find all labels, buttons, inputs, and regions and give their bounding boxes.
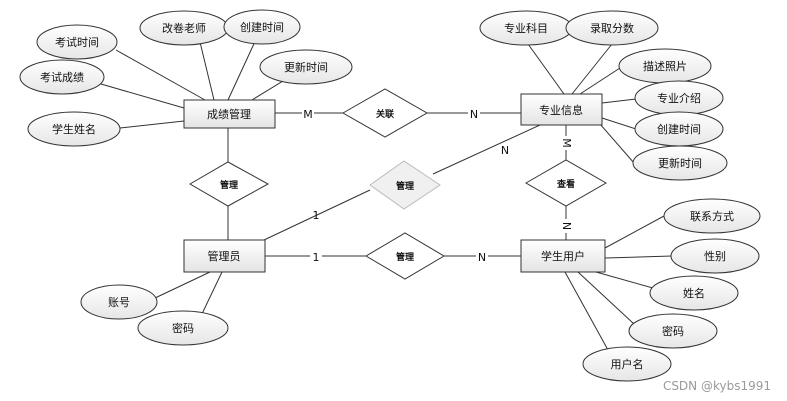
entities: 成绩管理 专业信息 管理员 学生用户 xyxy=(183,93,606,273)
relation-manage-grade-label: 管理 xyxy=(220,179,238,191)
attr-major-updated-label: 更新时间 xyxy=(658,156,702,170)
attr-admin-password: 密码 xyxy=(137,310,229,346)
entity-grade-mgmt: 成绩管理 xyxy=(183,99,276,129)
attr-admin-password-label: 密码 xyxy=(172,321,194,335)
relation-manage-student: 管理 xyxy=(365,232,445,280)
cardinality-one2-bg xyxy=(310,250,322,263)
attr-grader-label: 改卷老师 xyxy=(162,21,206,35)
attr-username: 用户名 xyxy=(582,346,672,382)
cardinality-n4-bg xyxy=(476,250,488,263)
attr-photo-desc-label: 描述照片 xyxy=(643,59,687,73)
cardinalities: M N N 1 M N 1 N xyxy=(302,107,573,264)
relation-manage-major-label: 管理 xyxy=(396,180,414,192)
attr-gender-label: 性别 xyxy=(704,249,726,263)
attr-exam-score-label: 考试成绩 xyxy=(40,71,84,84)
entity-student-user-label: 学生用户 xyxy=(541,249,585,263)
attr-admission-score-label: 录取分数 xyxy=(590,22,634,35)
attr-grader: 改卷老师 xyxy=(139,10,229,46)
relation-view-label: 查看 xyxy=(556,178,575,190)
attr-grade-updated: 更新时间 xyxy=(259,49,353,85)
cardinality-m2-bg xyxy=(560,136,572,150)
attr-major-intro: 专业介绍 xyxy=(634,80,724,116)
relation-view: 查看 xyxy=(524,159,608,207)
entity-student-user: 学生用户 xyxy=(520,239,606,273)
attr-account: 账号 xyxy=(80,284,158,320)
entity-admin: 管理员 xyxy=(183,239,266,273)
cardinality-one1: 1 xyxy=(313,209,320,222)
relation-manage-student-label: 管理 xyxy=(396,251,414,263)
cardinality-n4: N xyxy=(478,251,486,264)
entity-major-info-label: 专业信息 xyxy=(539,103,583,117)
relation-manage-grade: 管理 xyxy=(189,161,270,207)
attr-contact-label: 联系方式 xyxy=(690,209,734,223)
connector-lines xyxy=(100,34,673,351)
attr-name-label: 姓名 xyxy=(683,286,705,300)
attr-major-created-label: 创建时间 xyxy=(657,122,701,136)
attr-student-password: 密码 xyxy=(628,313,718,349)
attr-major-updated: 更新时间 xyxy=(632,145,728,181)
attr-photo-desc: 描述照片 xyxy=(618,48,712,84)
attr-name: 姓名 xyxy=(649,275,739,311)
attr-contact: 联系方式 xyxy=(663,198,761,234)
cardinality-n1: N xyxy=(470,108,478,121)
relation-manage-major: 管理 xyxy=(369,160,441,210)
cardinality-n3: N xyxy=(560,222,573,230)
attr-exam-score: 考试成绩 xyxy=(19,59,105,95)
entity-admin-label: 管理员 xyxy=(208,249,241,263)
attr-major-intro-label: 专业介绍 xyxy=(657,91,701,105)
cardinality-m1: M xyxy=(303,108,313,121)
attr-student-name-label: 学生姓名 xyxy=(52,122,96,136)
attributes: 考试时间 改卷老师 创建时间 更新时间 考试成绩 学生姓名 专业科目 录取分 xyxy=(19,9,761,382)
cardinality-n2: N xyxy=(501,144,509,157)
attr-gender: 性别 xyxy=(670,238,760,274)
attr-grade-updated-label: 更新时间 xyxy=(284,60,328,74)
relation-link-label: 关联 xyxy=(376,108,395,120)
attr-username-label: 用户名 xyxy=(611,357,644,371)
relationships: 关联 管理 管理 查看 管理 xyxy=(189,88,608,280)
cardinality-m2: M xyxy=(560,138,573,148)
cardinality-m1-bg xyxy=(302,107,314,120)
cardinality-one2: 1 xyxy=(313,251,320,264)
attr-admission-score: 录取分数 xyxy=(565,10,659,46)
entity-major-info: 专业信息 xyxy=(520,93,603,126)
attr-major-subject: 专业科目 xyxy=(479,10,573,46)
watermark: CSDN @kybs1991 xyxy=(663,379,771,393)
entity-grade-mgmt-label: 成绩管理 xyxy=(207,107,251,121)
attr-grade-created-label: 创建时间 xyxy=(240,20,284,34)
attr-grade-created: 创建时间 xyxy=(223,9,301,45)
attr-account-label: 账号 xyxy=(108,296,130,309)
attr-major-created: 创建时间 xyxy=(634,111,724,147)
cardinality-n3-bg xyxy=(560,219,572,233)
attr-exam-time: 考试时间 xyxy=(36,24,118,60)
attr-major-subject-label: 专业科目 xyxy=(504,21,548,35)
cardinality-n1-bg xyxy=(468,107,480,120)
attr-student-name: 学生姓名 xyxy=(27,111,121,147)
attr-exam-time-label: 考试时间 xyxy=(55,36,99,49)
attr-student-password-label: 密码 xyxy=(662,324,684,338)
relation-link: 关联 xyxy=(341,88,429,138)
